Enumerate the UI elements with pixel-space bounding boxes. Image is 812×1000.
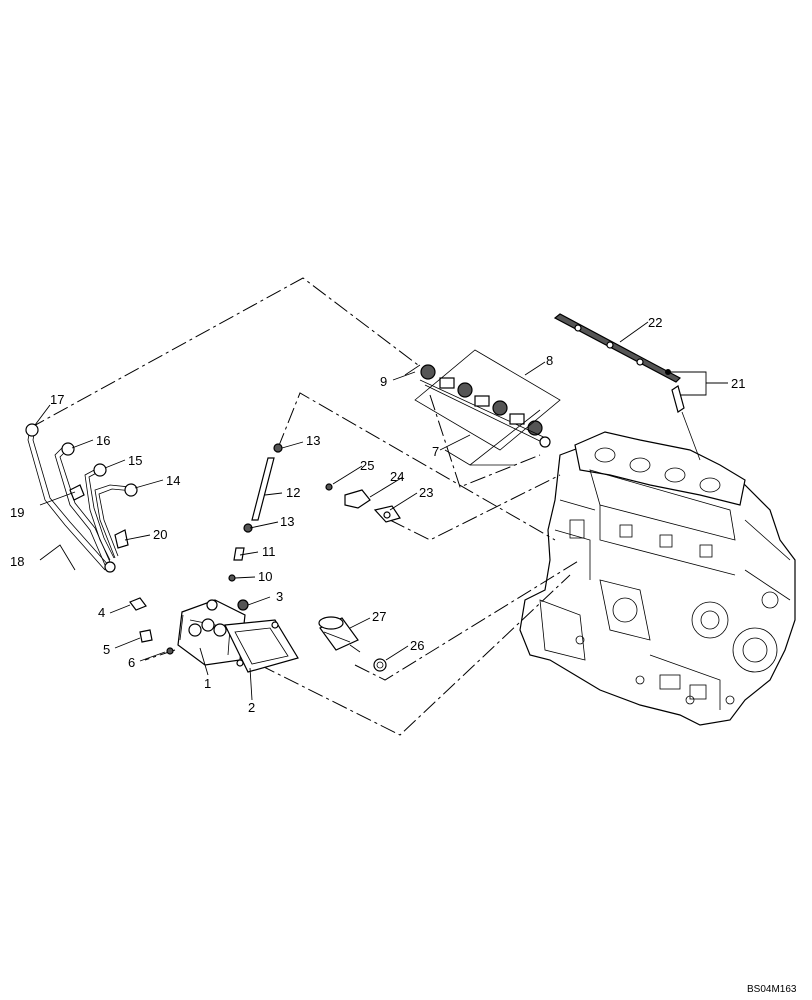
pushrod-assembly — [228, 443, 283, 582]
callout-19: 19 — [10, 505, 24, 520]
callout-8: 8 — [546, 353, 553, 368]
callout-4: 4 — [98, 605, 105, 620]
injector-row — [404, 349, 561, 466]
callout-9: 9 — [380, 374, 387, 389]
glow-plug-lead — [553, 313, 701, 461]
callout-10: 10 — [258, 569, 272, 584]
callout-numbers: 1 2 3 4 5 6 7 8 9 10 11 12 13 13 14 15 1… — [10, 315, 745, 715]
callout-17: 17 — [50, 392, 64, 407]
leader-lines — [34, 321, 728, 701]
callout-26: 26 — [410, 638, 424, 653]
callout-2: 2 — [248, 700, 255, 715]
callout-7: 7 — [432, 444, 439, 459]
callout-11: 11 — [262, 544, 276, 559]
callout-15: 15 — [128, 453, 142, 468]
engine-block — [519, 431, 796, 726]
callout-1: 1 — [204, 676, 211, 691]
cover-and-solenoid — [318, 483, 401, 672]
callout-25: 25 — [360, 458, 374, 473]
callout-21: 21 — [731, 376, 745, 391]
callout-22: 22 — [648, 315, 662, 330]
callout-23: 23 — [419, 485, 433, 500]
callout-20: 20 — [153, 527, 167, 542]
callout-5: 5 — [103, 642, 110, 657]
callout-12: 12 — [286, 485, 300, 500]
callout-18: 18 — [10, 554, 24, 569]
callout-6: 6 — [128, 655, 135, 670]
callout-13a: 13 — [306, 433, 320, 448]
callout-24: 24 — [390, 469, 404, 484]
callout-3: 3 — [276, 589, 283, 604]
fuel-pipe-set — [25, 423, 138, 573]
injection-pump — [129, 597, 299, 673]
assembly-lines — [29, 277, 581, 736]
callout-14: 14 — [166, 473, 180, 488]
callout-27: 27 — [372, 609, 386, 624]
callout-13b: 13 — [280, 514, 294, 529]
drawing-code: BS04M163 — [747, 984, 797, 995]
callout-16: 16 — [96, 433, 110, 448]
